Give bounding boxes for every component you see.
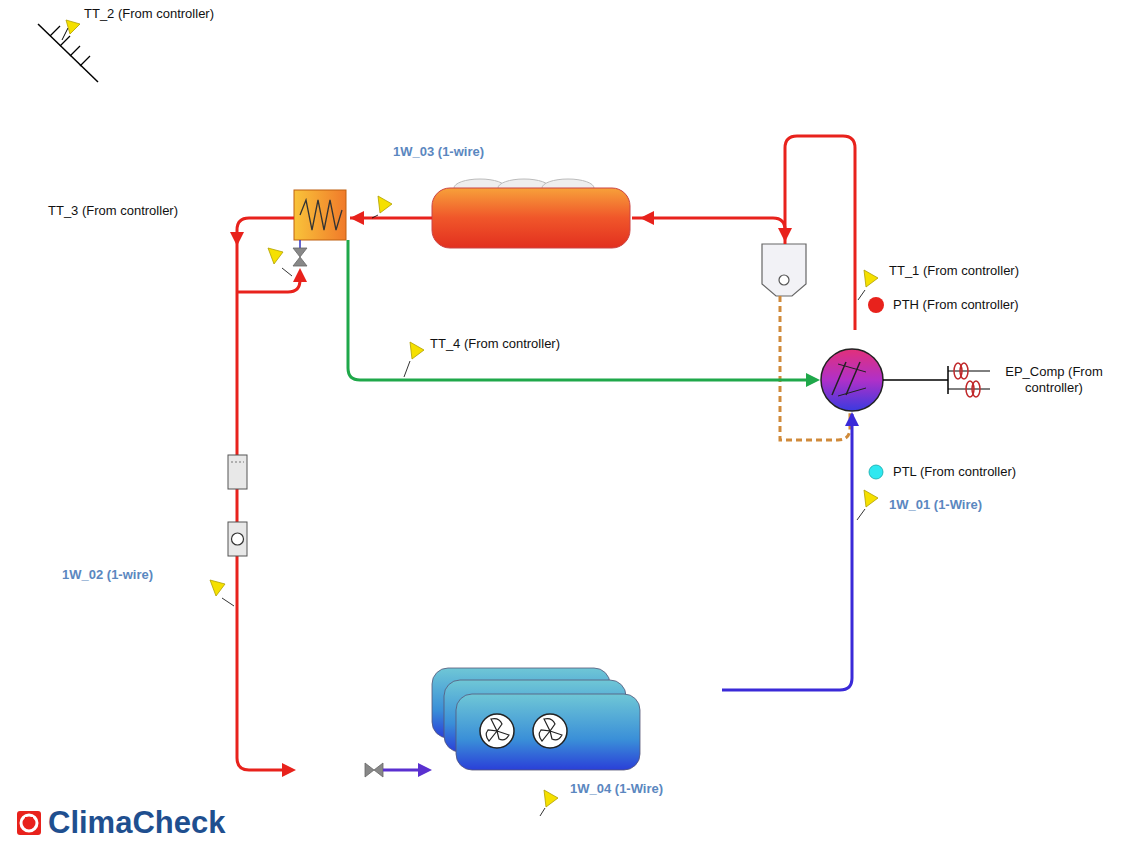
sensor-label: PTL (From controller) (893, 464, 1016, 480)
sensor-label: TT_2 (From controller) (84, 6, 214, 22)
pressure-sensor (869, 465, 883, 479)
evaporators (432, 668, 640, 770)
expansion-valve (293, 248, 307, 266)
sensor-label: 1W_03 (1-wire) (393, 144, 484, 160)
outdoor-sensor (38, 20, 98, 82)
power-meter (948, 363, 990, 397)
sight-glass (228, 522, 247, 556)
logo-text: ClimaCheck (48, 806, 225, 840)
power-label: EP_Comp (From controller) (994, 364, 1114, 396)
heat-exchanger (294, 190, 346, 248)
sensor-flags (210, 196, 878, 816)
sensor-label: 1W_04 (1-Wire) (570, 781, 663, 797)
expansion-valve (365, 763, 383, 777)
logo-icon (17, 811, 41, 835)
sensor-label: 1W_01 (1-Wire) (889, 497, 982, 513)
sensor-label: TT_4 (From controller) (430, 336, 560, 352)
sensor-label: TT_1 (From controller) (889, 263, 1019, 279)
compressor (821, 349, 883, 411)
condenser (432, 179, 630, 248)
sensor-label: 1W_02 (1-wire) (62, 567, 153, 583)
filter-drier (228, 455, 247, 489)
pressure-sensor (868, 297, 884, 313)
sensor-label: TT_3 (From controller) (48, 203, 178, 219)
oil-separator (762, 244, 806, 296)
sensor-label: PTH (From controller) (893, 297, 1019, 313)
